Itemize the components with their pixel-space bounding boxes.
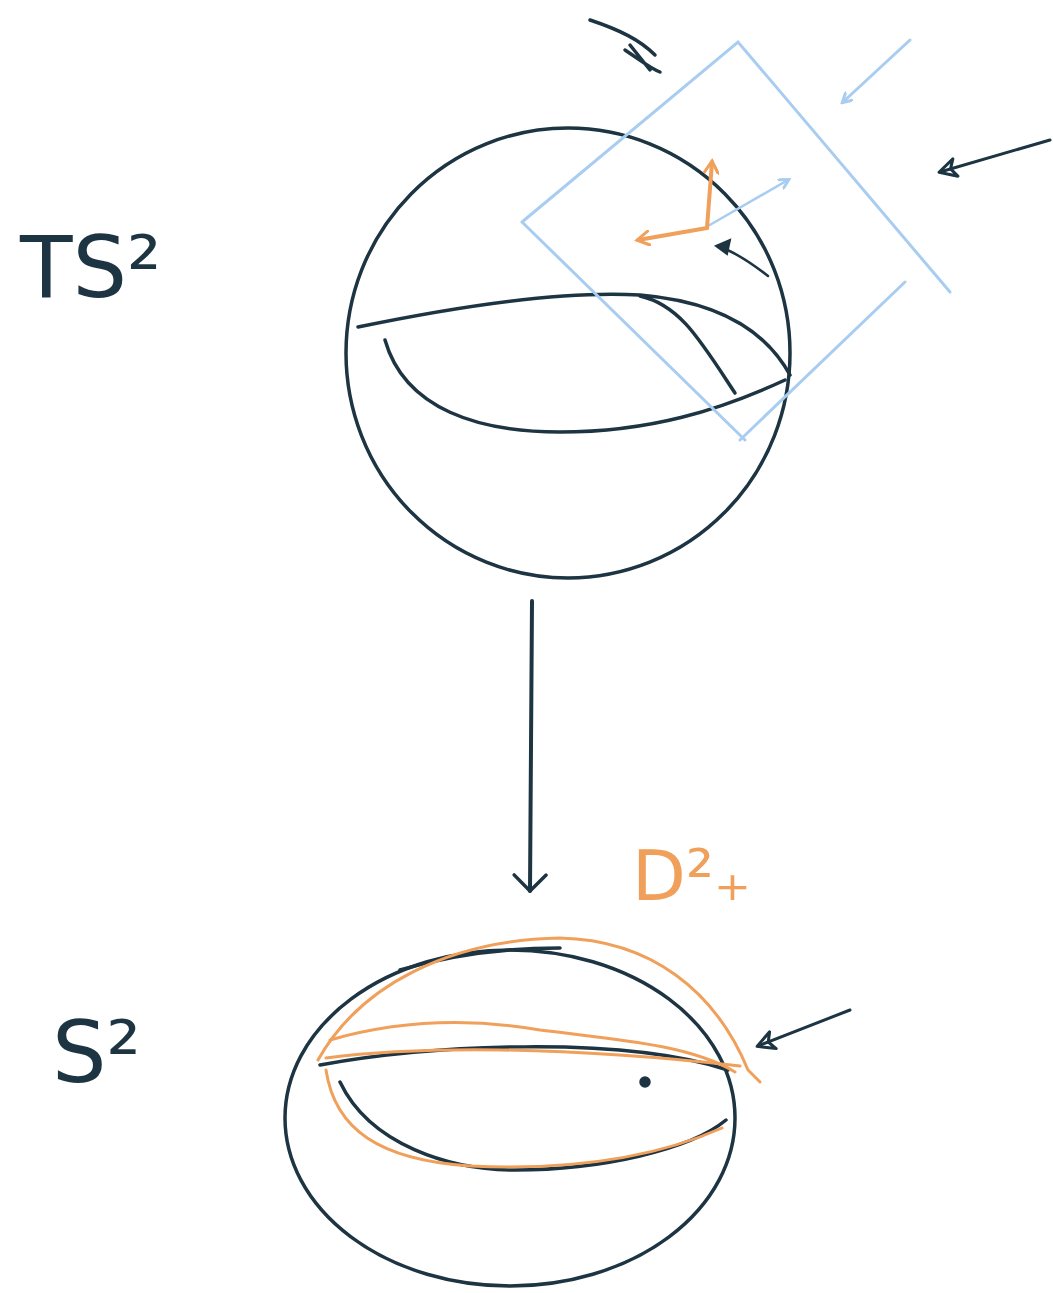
sphere-outline xyxy=(285,950,735,1286)
plane-arrow xyxy=(843,40,910,102)
pointer-arrow xyxy=(758,1010,850,1046)
pointer-head xyxy=(716,240,730,254)
space-figure: S² xyxy=(40,905,750,1287)
tangent-plane xyxy=(522,42,950,440)
equator-back xyxy=(358,294,790,375)
base-point xyxy=(641,1078,649,1086)
pointer-arrow xyxy=(940,140,1050,172)
tangent-vector xyxy=(707,162,712,228)
space-figure: TS² xyxy=(10,125,800,587)
hemisphere-outline xyxy=(318,938,760,1082)
equator-curl xyxy=(640,296,735,393)
space-name: TS² xyxy=(20,220,162,315)
region-label: D²₊ xyxy=(632,838,751,915)
pointer-arrow xyxy=(590,20,660,72)
equator-front xyxy=(385,340,785,432)
hemisphere-band xyxy=(326,1050,740,1066)
projection-arrow xyxy=(530,601,532,891)
tangent-vector xyxy=(638,228,707,240)
hemisphere-band xyxy=(326,1070,722,1167)
sphere-outline xyxy=(346,128,790,578)
hemisphere-outline xyxy=(330,1023,735,1072)
tangent-vector xyxy=(708,180,788,226)
space-name: S² xyxy=(52,1005,141,1100)
equator-front xyxy=(340,1082,726,1170)
